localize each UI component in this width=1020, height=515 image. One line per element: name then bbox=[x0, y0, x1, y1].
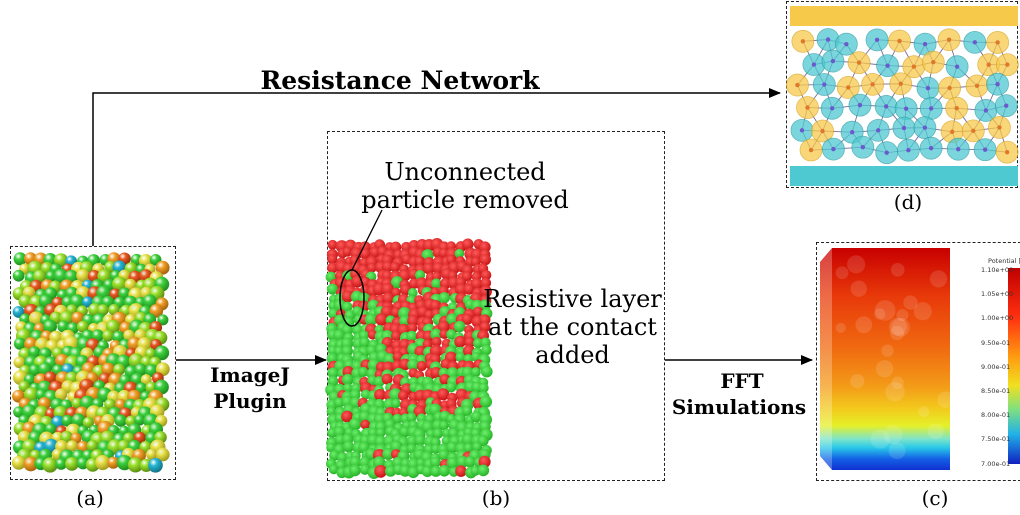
unconnected-annotation-line2: particle removed bbox=[361, 186, 569, 214]
unconnected-annotation-line1: Unconnected bbox=[384, 158, 546, 186]
panel-d-caption: (d) bbox=[893, 190, 923, 214]
colorbar-tick-label: 8.00e-01 bbox=[981, 411, 1011, 420]
fft-label-line1: FFT bbox=[720, 369, 764, 393]
imagej-label-line2: Plugin bbox=[213, 389, 287, 413]
imagej-label-line1: ImageJ bbox=[210, 363, 290, 387]
fft-label-line2: Simulations bbox=[671, 395, 807, 419]
colorbar-tick-label: 1.05e+00 bbox=[981, 290, 1014, 299]
panel-a-caption: (a) bbox=[76, 486, 104, 510]
panel-c-caption: (c) bbox=[921, 486, 949, 510]
colorbar-tick-label: 9.50e-01 bbox=[981, 338, 1011, 347]
resistance-network-arrow bbox=[92, 88, 781, 246]
panel-d-frame bbox=[786, 1, 1018, 188]
resistive-note-line2: at the contact bbox=[488, 313, 657, 341]
colorbar-tick-label: 1.00e+00 bbox=[981, 314, 1014, 323]
colorbar-title: Potential [ bbox=[988, 257, 1020, 265]
colorbar-tick-label: 1.10e+00 bbox=[981, 266, 1014, 274]
panel-a-frame bbox=[10, 246, 176, 480]
resistive-note-line1: Resistive layer bbox=[483, 285, 662, 313]
colorbar-tick-label: 9.00e-01 bbox=[981, 362, 1011, 371]
diagram-title: Resistance Network bbox=[260, 66, 540, 95]
panel-c-frame bbox=[816, 242, 1020, 481]
panel-b-frame bbox=[327, 131, 665, 481]
colorbar-tick-label: 7.50e-01 bbox=[981, 435, 1011, 444]
colorbar-tick-label: 8.50e-01 bbox=[981, 387, 1011, 395]
panel-b-caption: (b) bbox=[481, 486, 511, 510]
resistive-note-line3: added bbox=[535, 341, 610, 369]
colorbar-tick-label: 7.00e-01 bbox=[981, 459, 1011, 468]
